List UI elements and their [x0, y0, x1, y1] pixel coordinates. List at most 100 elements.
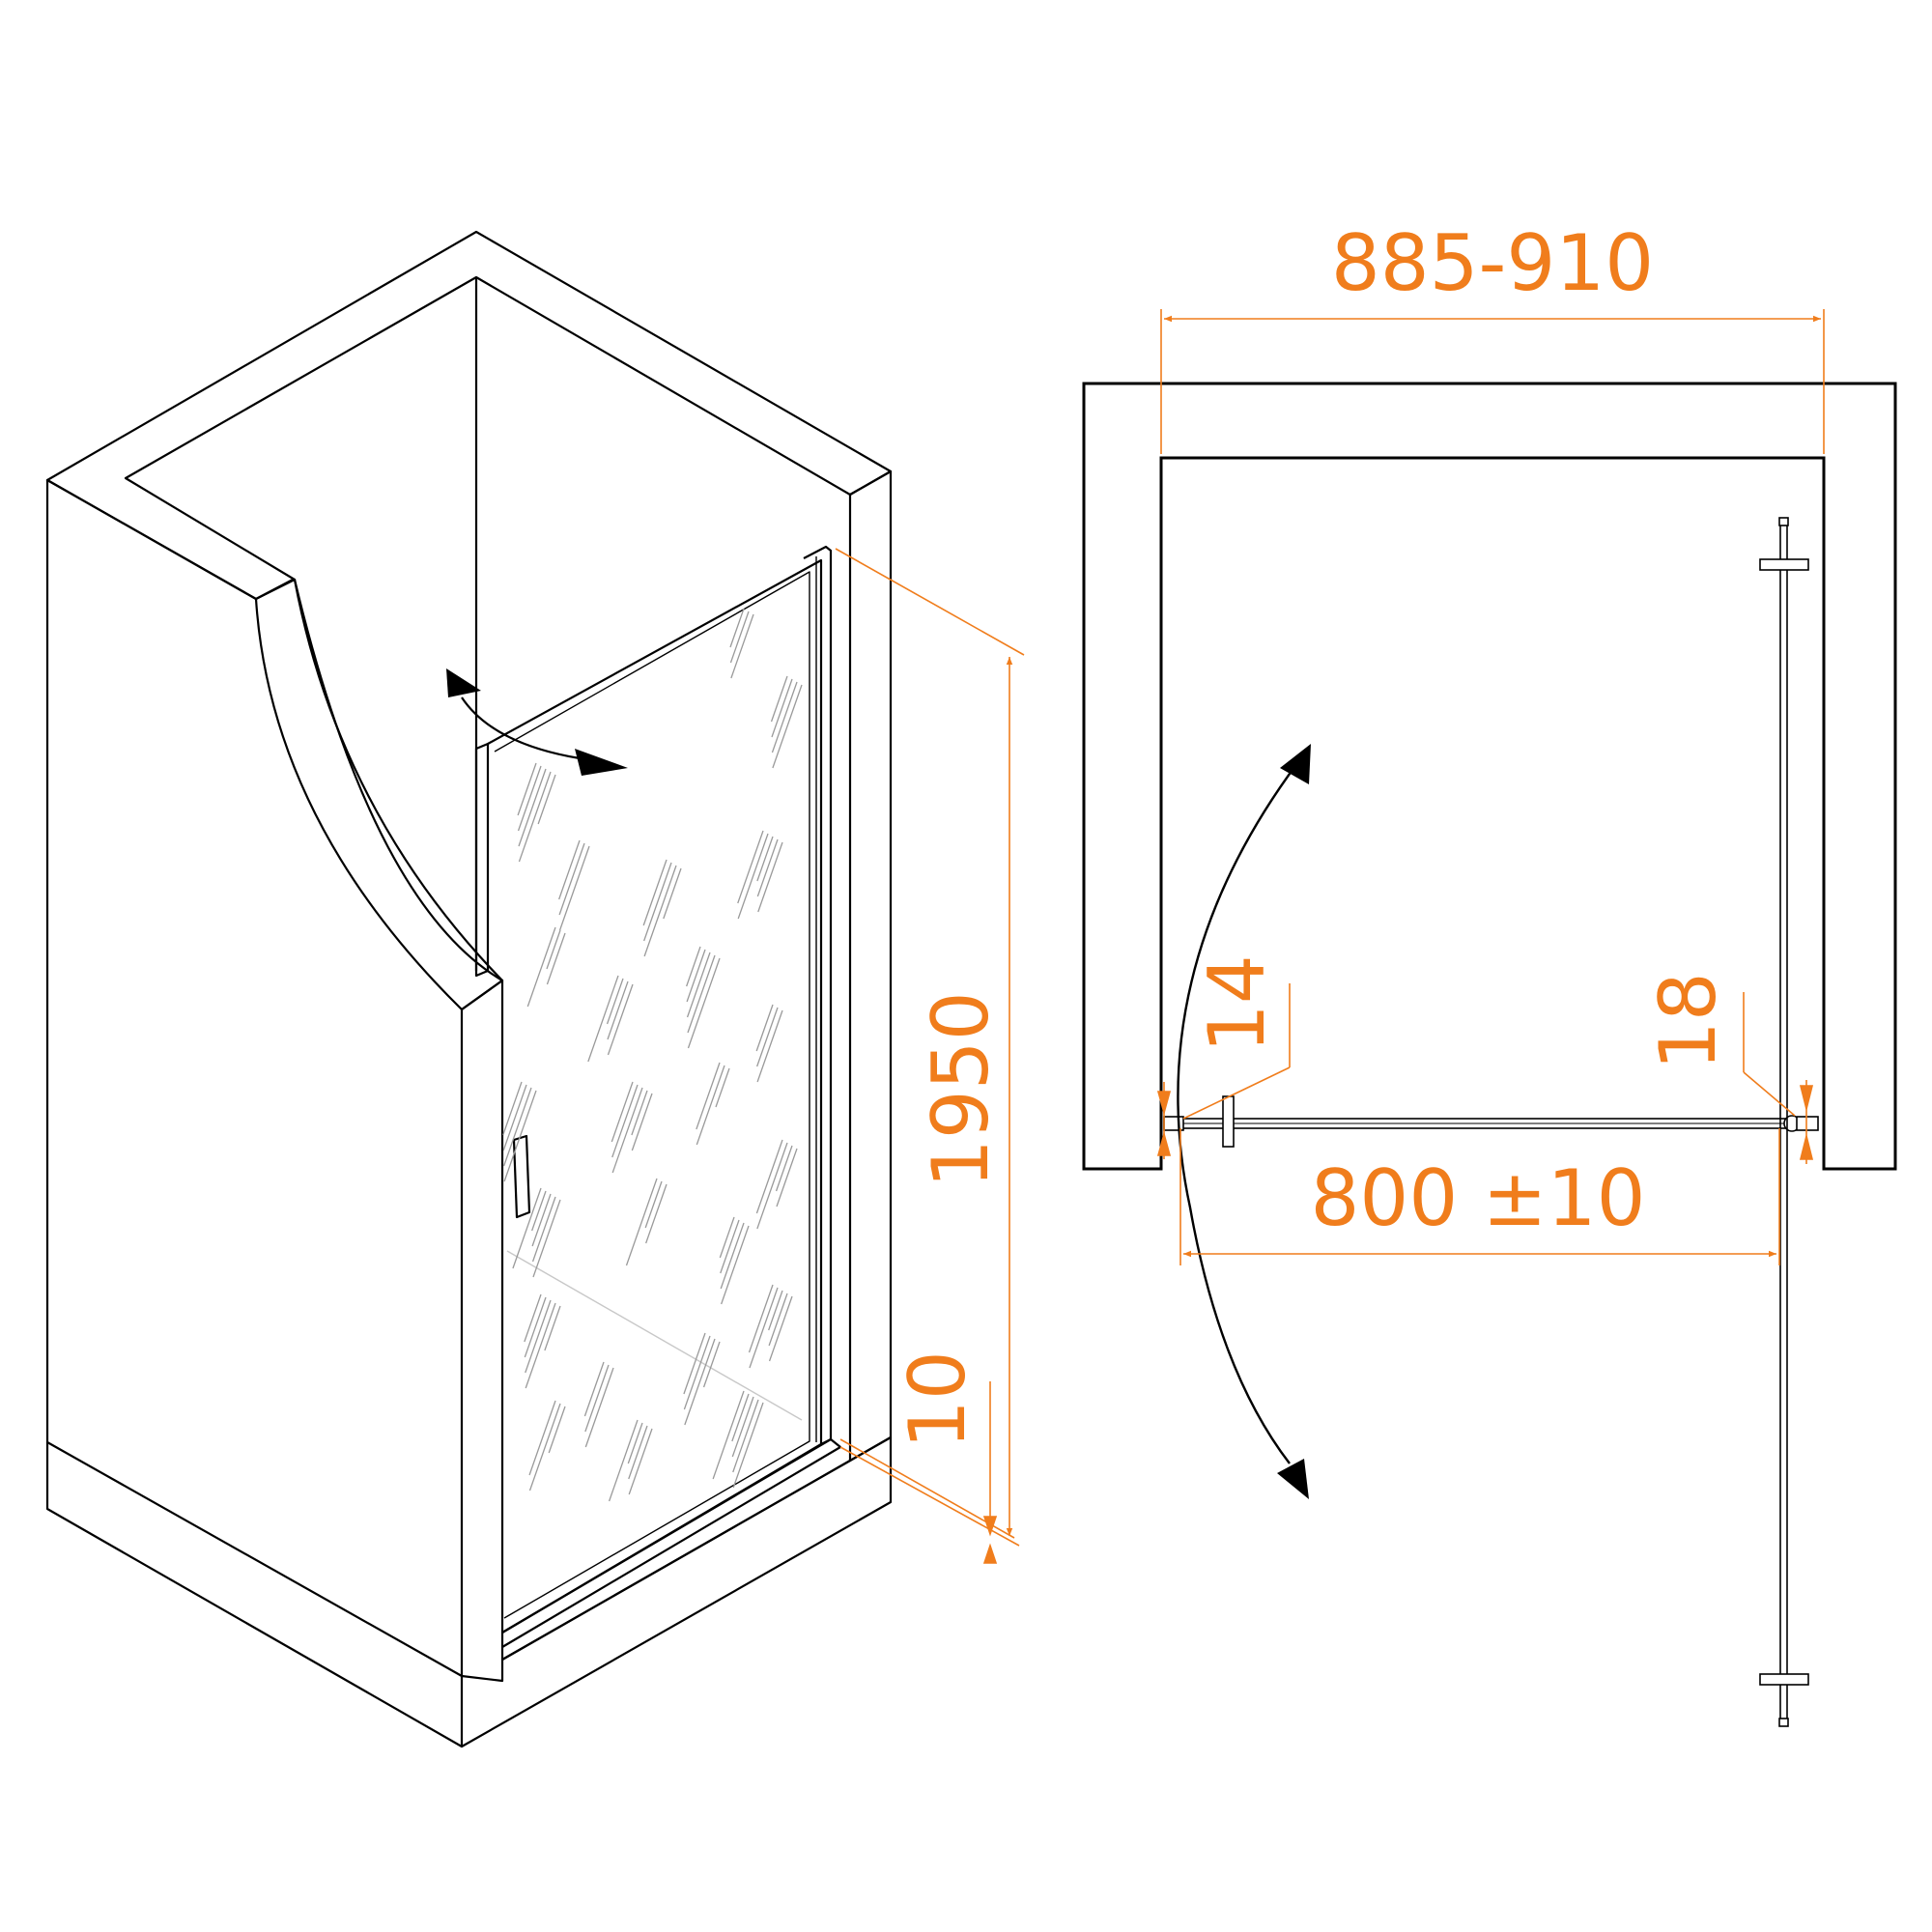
- glass-streak: [749, 1287, 779, 1369]
- left-gap-leader: [1182, 1066, 1291, 1120]
- glass-streak: [756, 1009, 783, 1083]
- left-wall-outer-face: [45, 478, 504, 1678]
- glass-streak: [644, 1180, 663, 1229]
- glass-streak: [544, 1305, 561, 1351]
- plan-hinge-block: [1796, 1116, 1819, 1131]
- plan-handle: [1222, 1095, 1235, 1148]
- glass-streak: [518, 771, 552, 863]
- gap-dimension-label: 10: [893, 1350, 982, 1449]
- glass-streak: [712, 1390, 745, 1480]
- glass-streak: [696, 1062, 721, 1130]
- glass-streak: [720, 1222, 745, 1290]
- right-gap-leader: [1743, 1071, 1796, 1117]
- glass-streak: [687, 957, 721, 1049]
- glass-streak: [683, 1332, 706, 1395]
- glass-streak: [537, 774, 556, 825]
- glass-streak: [558, 839, 581, 900]
- glass-streak: [584, 1364, 610, 1433]
- glass-streak: [731, 1393, 750, 1442]
- plan-swing-arrowhead-top: [1280, 744, 1311, 784]
- door-panel-inner: [494, 571, 810, 1619]
- glass-streak: [517, 762, 537, 816]
- hinge-profile: [803, 545, 833, 1445]
- glass-streak: [528, 1403, 561, 1492]
- left-gap-label: 14: [1192, 954, 1282, 1053]
- glass-streak: [683, 1335, 711, 1410]
- glass-streak: [524, 1293, 542, 1343]
- glass-streak: [631, 1090, 648, 1136]
- glass-streak: [503, 1090, 537, 1182]
- right-wall: [848, 469, 893, 1463]
- glass-streak: [729, 611, 750, 664]
- glass-streak: [731, 1396, 754, 1458]
- tray-right-edge: [501, 1460, 851, 1661]
- glass-streak: [775, 1145, 793, 1192]
- glass-streak: [643, 865, 677, 957]
- glass-streak: [606, 978, 624, 1025]
- glass-streak: [524, 1296, 547, 1358]
- plan-left-seal: [1163, 1116, 1184, 1131]
- glass-streak: [546, 929, 561, 970]
- door-handle: [512, 1134, 531, 1219]
- glass-streak: [686, 952, 711, 1018]
- glass-streak: [687, 954, 716, 1034]
- glass-streak: [502, 1084, 527, 1151]
- door-opening-label: 800 ±10: [1311, 1153, 1646, 1243]
- swing-arrowhead-right: [575, 749, 628, 776]
- plan-view: [1082, 382, 1897, 1171]
- glass-streak: [770, 675, 788, 723]
- glass-streak: [611, 1084, 639, 1158]
- isometric-dimensions: [835, 548, 1025, 1564]
- glass-streak: [645, 1183, 668, 1244]
- wall-curve-outer: [254, 598, 463, 1010]
- glass-streak: [772, 684, 803, 769]
- swing-arc-isometric: [461, 696, 581, 760]
- glass-streak: [611, 1081, 634, 1143]
- glass-streak: [643, 862, 672, 942]
- glass-streak: [631, 1093, 653, 1151]
- glass-streak: [721, 1225, 750, 1305]
- left-wall-front-edge: [461, 979, 504, 1660]
- height-dimension-label: 1950: [916, 991, 1006, 1188]
- glass-streak: [528, 1400, 556, 1476]
- swing-arrow-isometric: [446, 668, 628, 776]
- glass-streak: [518, 768, 547, 847]
- glass-streak: [642, 859, 668, 926]
- glass-streak: [628, 1425, 648, 1480]
- glass-streak: [587, 975, 619, 1063]
- glass-streak: [732, 1399, 759, 1473]
- glass-streak: [583, 1361, 605, 1417]
- glass-streak: [532, 1199, 561, 1278]
- height-extension-bottom: [839, 1446, 1020, 1547]
- glass-streak: [526, 926, 556, 1008]
- plan-swing-arrowhead-bottom: [1277, 1459, 1309, 1499]
- glass-streak: [768, 1290, 783, 1331]
- glass-streak: [531, 1196, 556, 1263]
- plan-door: [1163, 517, 1819, 1727]
- glass-streak: [663, 867, 682, 920]
- plan-swing-arrow: [1177, 744, 1311, 1499]
- glass-streak: [768, 1295, 793, 1362]
- glass-streak: [756, 1142, 788, 1230]
- plan-open-handle-bottom: [1759, 1673, 1809, 1686]
- glass-streak: [686, 949, 706, 1003]
- glass-streak: [756, 836, 774, 882]
- glass-streak: [584, 1367, 614, 1448]
- glass-streak: [755, 1004, 774, 1052]
- glass-streak: [611, 1087, 643, 1174]
- glass-streak: [607, 980, 629, 1040]
- glass-streak: [531, 1193, 552, 1247]
- gap-arrowhead-top: [982, 1516, 998, 1537]
- right-gap-label: 18: [1643, 972, 1733, 1070]
- plan-dimensions: [1156, 309, 1825, 1265]
- plan-wall-outline: [1082, 382, 1897, 1171]
- glass-streak: [737, 833, 769, 920]
- glass-streak: [755, 1139, 783, 1214]
- glass-texture: [502, 608, 803, 1502]
- glass-streak: [684, 1338, 716, 1426]
- glass-streak: [732, 1402, 764, 1489]
- right-gap-arrowhead-top: [1799, 1085, 1814, 1110]
- glass-reflection-line: [506, 1250, 803, 1421]
- glass-streak: [696, 1065, 725, 1146]
- glass-streak: [737, 830, 764, 904]
